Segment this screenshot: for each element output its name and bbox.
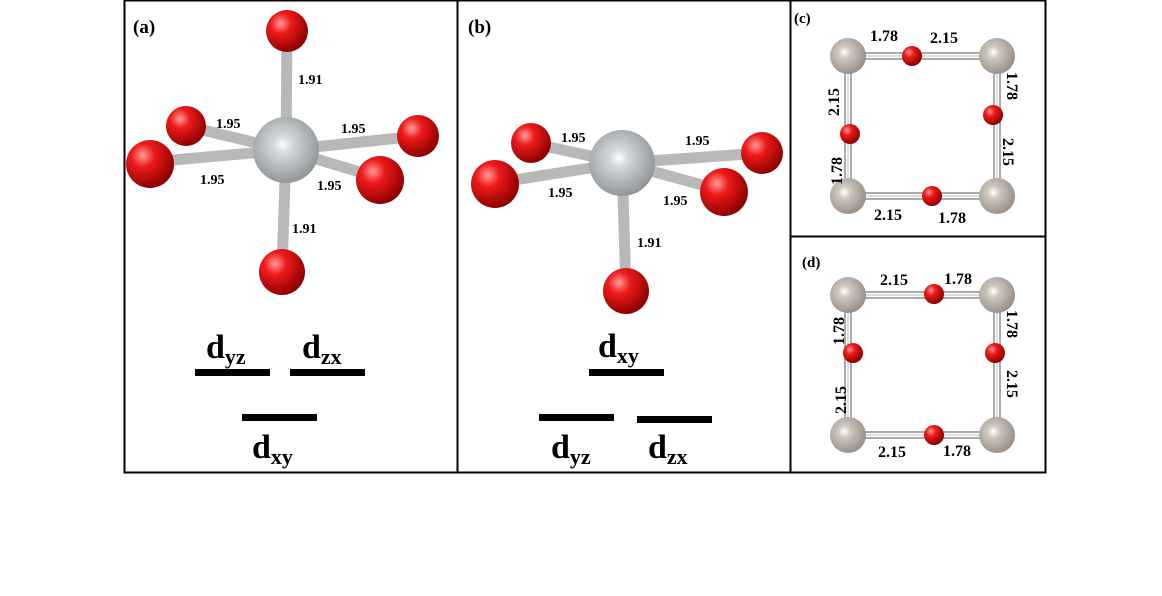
oxygen-atom <box>983 105 1003 125</box>
metal-atom <box>830 38 866 74</box>
bond-length-label: 2.15 <box>826 88 843 116</box>
panel-b-energy-levels: dxy dyz dzx <box>539 328 712 469</box>
bond-length-label: 1.91 <box>637 236 662 251</box>
metal-atom <box>979 178 1015 214</box>
panel-d-bonds <box>844 291 1001 439</box>
bond-length-label: 1.95 <box>317 179 342 194</box>
oxygen-atom <box>511 123 551 163</box>
oxygen-atom <box>266 10 308 52</box>
bond-length-label: 1.95 <box>216 117 241 132</box>
bond-length-label: 1.95 <box>341 122 366 137</box>
bond-length-label: 1.78 <box>944 271 972 288</box>
metal-atom <box>830 277 866 313</box>
panel-c: (c) 1.78 2.15 2.15 1 <box>794 11 1020 227</box>
bond-length-label: 1.95 <box>561 131 586 146</box>
panel-c-label: (c) <box>794 11 811 27</box>
metal-atom <box>589 130 655 196</box>
metal-atom <box>979 38 1015 74</box>
bond-length-label: 1.78 <box>831 317 848 345</box>
metal-atom <box>830 417 866 453</box>
energy-level-bar <box>290 369 365 376</box>
bond-length-label: 2.15 <box>999 138 1016 166</box>
panel-a-energy-levels: dyz dzx dxy <box>195 329 365 469</box>
oxygen-atom <box>166 106 206 146</box>
bond-length-label: 1.78 <box>829 157 846 185</box>
energy-level-bar <box>589 369 664 376</box>
bond-length-label: 2.15 <box>874 207 902 224</box>
panel-d-bond-labels: 2.15 1.78 2.15 1.78 1.78 2.15 1.78 2.15 <box>831 271 1020 461</box>
energy-level-bar <box>637 416 712 423</box>
metal-atom <box>979 417 1015 453</box>
level-label-dzx: dzx <box>302 329 342 369</box>
oxygen-atom <box>922 186 942 206</box>
panel-d-bond-highlights <box>847 294 998 436</box>
oxygen-atom <box>700 168 748 216</box>
bond-length-label: 1.95 <box>663 194 688 209</box>
level-label-dyz: dyz <box>206 329 246 369</box>
bond-length-label: 2.15 <box>878 444 906 461</box>
panel-a-label: (a) <box>133 17 155 38</box>
panel-c-bond-labels: 1.78 2.15 2.15 1.78 2.15 1.78 1.78 2.15 <box>826 28 1020 227</box>
bond-length-label: 1.78 <box>1003 72 1020 100</box>
oxygen-atom <box>843 343 863 363</box>
oxygen-atom <box>985 343 1005 363</box>
level-label-dzx: dzx <box>648 429 688 469</box>
oxygen-atom <box>924 425 944 445</box>
oxygen-atom <box>259 249 305 295</box>
energy-level-bar <box>195 369 270 376</box>
bond-length-label: 1.78 <box>870 28 898 45</box>
energy-level-bar <box>539 414 614 421</box>
metal-atom <box>979 277 1015 313</box>
bond-length-label: 1.95 <box>200 173 225 188</box>
panel-b: (b) 1.95 1.95 1.95 1.95 1.91 dxy dyz d <box>468 17 783 469</box>
metal-atom <box>253 117 319 183</box>
panel-a-bond-labels: 1.91 1.95 1.95 1.95 1.95 1.91 <box>200 73 366 237</box>
oxygen-atom <box>924 284 944 304</box>
bond-length-label: 1.95 <box>685 134 710 149</box>
oxygen-atom <box>840 124 860 144</box>
oxygen-atom <box>902 46 922 66</box>
panel-d: (d) 2.15 1.78 2.15 1.78 <box>802 255 1020 461</box>
panel-c-bonds <box>844 52 1001 200</box>
bond-length-label: 1.78 <box>938 210 966 227</box>
panel-d-frame <box>789 235 1047 474</box>
energy-level-bar <box>242 414 317 421</box>
bond-length-label: 1.91 <box>298 73 323 88</box>
bond-length-label: 2.15 <box>1003 370 1020 398</box>
bond-length-label: 1.95 <box>548 186 573 201</box>
oxygen-atom <box>126 140 174 188</box>
metal-atom <box>830 178 866 214</box>
oxygen-atom <box>356 156 404 204</box>
bond-length-label: 2.15 <box>880 272 908 289</box>
panel-b-label: (b) <box>468 17 491 38</box>
oxygen-atom <box>397 115 439 157</box>
panel-a: (a) 1.91 1.95 1.95 1.95 1.95 1.91 <box>126 10 439 469</box>
level-label-dxy: dxy <box>252 429 293 469</box>
panel-c-bond-highlights <box>847 55 998 197</box>
oxygen-atom <box>603 268 649 314</box>
bond-length-label: 1.78 <box>1003 310 1020 338</box>
oxygen-atom <box>471 160 519 208</box>
bond-length-label: 2.15 <box>930 30 958 47</box>
panel-d-label: (d) <box>802 255 820 271</box>
panel-b-bond-labels: 1.95 1.95 1.95 1.95 1.91 <box>548 131 710 251</box>
level-label-dxy: dxy <box>598 328 639 368</box>
bond-length-label: 2.15 <box>833 386 850 414</box>
panel-frames <box>123 0 1047 474</box>
oxygen-atom <box>741 132 783 174</box>
bond-length-label: 1.78 <box>943 443 971 460</box>
bond-length-label: 1.91 <box>292 222 317 237</box>
level-label-dyz: dyz <box>551 429 591 469</box>
